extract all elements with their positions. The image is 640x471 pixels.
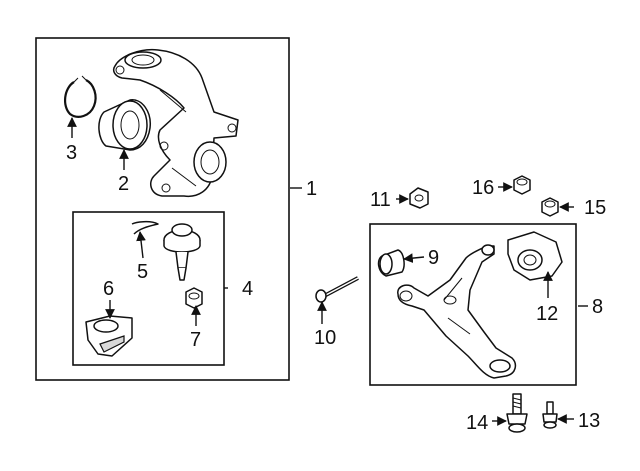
ball-joint-nut[interactable] bbox=[185, 287, 203, 309]
callout-7: 7 bbox=[190, 329, 201, 351]
callout-3: 3 bbox=[66, 142, 77, 164]
control-arm-box bbox=[369, 223, 577, 386]
callout-11: 11 bbox=[370, 189, 391, 211]
callout-1: 1 bbox=[306, 178, 317, 200]
heat-shield[interactable] bbox=[85, 315, 133, 357]
bolt-14[interactable] bbox=[506, 393, 528, 433]
control-arm-bolt[interactable] bbox=[315, 276, 359, 303]
nut-16[interactable] bbox=[513, 175, 531, 195]
steering-knuckle[interactable] bbox=[112, 48, 239, 198]
callout-14: 14 bbox=[466, 412, 488, 434]
flange-nut-11[interactable] bbox=[409, 187, 429, 209]
callout-16: 16 bbox=[472, 177, 494, 199]
wheel-bearing[interactable] bbox=[98, 99, 151, 151]
bolt-13[interactable] bbox=[542, 401, 558, 429]
callout-9: 9 bbox=[428, 247, 439, 269]
callout-15: 15 bbox=[584, 197, 606, 219]
knuckle-assembly-box bbox=[35, 37, 290, 381]
rear-bushing[interactable] bbox=[507, 231, 563, 281]
callout-4: 4 bbox=[242, 278, 253, 300]
snap-ring[interactable] bbox=[64, 79, 97, 118]
callout-8: 8 bbox=[592, 296, 603, 318]
callout-5: 5 bbox=[137, 261, 148, 283]
ball-joint[interactable] bbox=[163, 223, 201, 281]
nut-15[interactable] bbox=[541, 197, 559, 217]
ball-joint-clip[interactable] bbox=[131, 220, 159, 235]
callout-13: 13 bbox=[578, 410, 600, 432]
leader-lines bbox=[67, 117, 588, 426]
front-bushing[interactable] bbox=[377, 249, 405, 277]
callout-6: 6 bbox=[103, 278, 114, 300]
callout-2: 2 bbox=[118, 173, 129, 195]
callout-10: 10 bbox=[314, 327, 336, 349]
callout-12: 12 bbox=[536, 303, 558, 325]
lower-control-arm[interactable] bbox=[397, 244, 517, 379]
